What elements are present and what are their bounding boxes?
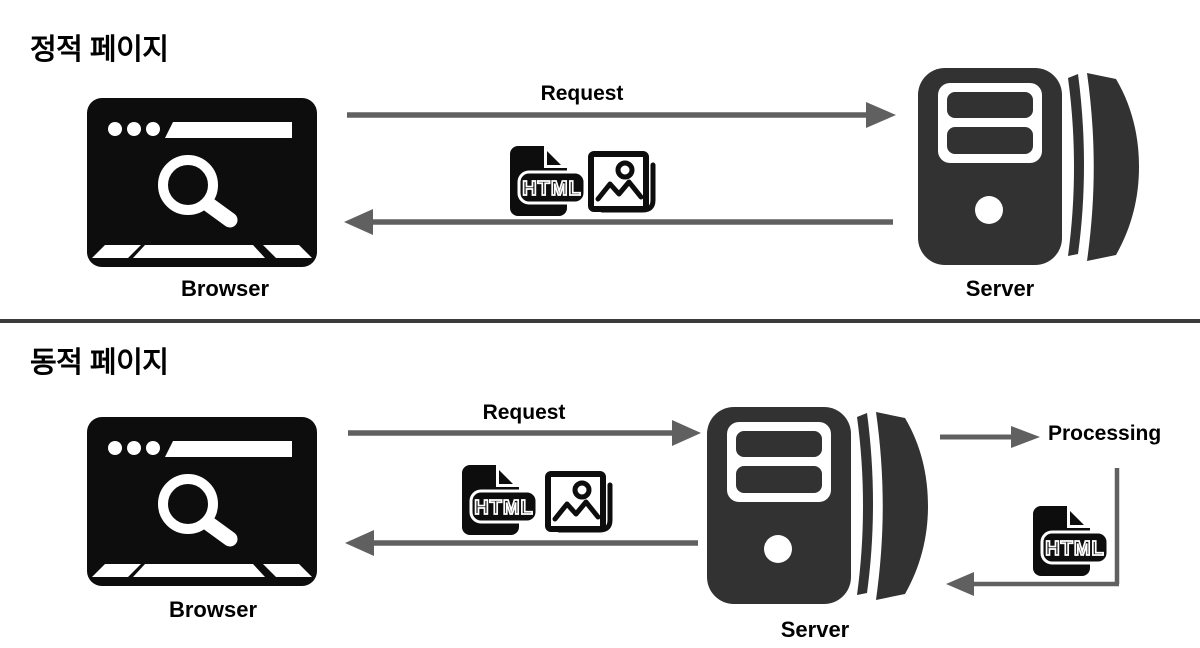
request-arrow-dynamic bbox=[348, 420, 701, 446]
server-bay bbox=[947, 92, 1033, 118]
photo-stack-sheet bbox=[599, 162, 656, 213]
browser-window bbox=[87, 98, 317, 267]
request-arrow-static bbox=[347, 102, 896, 128]
processing-label: Processing bbox=[1048, 422, 1162, 445]
browser-label-dynamic: Browser bbox=[168, 597, 258, 622]
server-power-button bbox=[975, 196, 1003, 224]
photo-stack-sheet bbox=[556, 482, 613, 533]
browser-base-middle bbox=[133, 245, 265, 258]
html-badge-text: HTML bbox=[1045, 538, 1105, 560]
browser-dot-icon bbox=[127, 441, 141, 455]
server-label-static: Server bbox=[965, 276, 1035, 301]
server-icon bbox=[918, 68, 1139, 265]
server-side-sliver bbox=[1068, 74, 1084, 256]
server-side bbox=[1087, 73, 1139, 261]
browser-icon bbox=[87, 98, 317, 267]
browser-window bbox=[87, 417, 317, 586]
photo-mountains bbox=[552, 499, 601, 522]
browser-dot-icon bbox=[127, 122, 141, 136]
response-arrow-dynamic bbox=[345, 530, 698, 556]
html-file-icon: HTML bbox=[1033, 506, 1110, 576]
server-bay bbox=[736, 431, 822, 457]
html-badge-text: HTML bbox=[474, 497, 534, 519]
request-label-dynamic: Request bbox=[482, 401, 566, 424]
browser-dot-icon bbox=[146, 441, 160, 455]
browser-base-left bbox=[92, 245, 141, 258]
arrowhead-left-icon bbox=[946, 572, 974, 596]
browser-base-left bbox=[92, 564, 141, 577]
static-section-title: 정적 페이지 bbox=[30, 34, 169, 66]
magnifier-icon bbox=[158, 474, 218, 534]
browser-dot-icon bbox=[146, 122, 160, 136]
browser-base-right bbox=[263, 245, 312, 258]
browser-base-middle bbox=[133, 564, 265, 577]
browser-icon bbox=[87, 417, 317, 586]
html-badge bbox=[469, 489, 539, 524]
section-divider bbox=[0, 319, 1200, 323]
arrowhead-left-icon bbox=[345, 530, 374, 556]
browser-address-bar bbox=[165, 122, 292, 138]
processing-arrow bbox=[940, 426, 1040, 448]
magnifier-handle bbox=[200, 196, 238, 228]
html-file-icon: HTML bbox=[462, 465, 539, 535]
server-power-button bbox=[764, 535, 792, 563]
request-label-static: Request bbox=[540, 82, 624, 105]
server-icon bbox=[707, 407, 928, 604]
arrowhead-right-icon bbox=[672, 420, 701, 446]
arrowhead-right-icon bbox=[866, 102, 896, 128]
server-side bbox=[876, 412, 928, 600]
server-side-sliver bbox=[857, 413, 873, 595]
file-fold bbox=[499, 470, 513, 484]
html-file-icon: HTML bbox=[510, 146, 587, 216]
magnifier-handle bbox=[200, 515, 238, 547]
file-fold bbox=[547, 151, 561, 165]
browser-dot-icon bbox=[108, 122, 122, 136]
dynamic-section-title: 동적 페이지 bbox=[30, 347, 169, 379]
magnifier-icon bbox=[158, 155, 218, 215]
browser-label-static: Browser bbox=[180, 276, 270, 301]
arrowhead-right-icon bbox=[1011, 426, 1040, 448]
arrowhead-left-icon bbox=[344, 209, 373, 235]
photo-sun bbox=[572, 480, 592, 500]
browser-base-right bbox=[263, 564, 312, 577]
server-label-dynamic: Server bbox=[780, 617, 850, 642]
browser-dot-icon bbox=[108, 441, 122, 455]
processing-return-path bbox=[946, 468, 1120, 596]
photo-mountains bbox=[595, 179, 644, 202]
server-bay bbox=[947, 127, 1033, 154]
html-badge-text: HTML bbox=[522, 178, 582, 200]
images-icon bbox=[545, 471, 613, 533]
html-badge bbox=[1040, 530, 1110, 565]
photo-sun bbox=[615, 160, 635, 180]
response-arrow-static bbox=[344, 209, 893, 235]
server-bay bbox=[736, 466, 822, 493]
browser-address-bar bbox=[165, 441, 292, 457]
images-icon bbox=[588, 151, 656, 213]
file-fold bbox=[1070, 511, 1084, 525]
html-badge bbox=[517, 170, 587, 205]
